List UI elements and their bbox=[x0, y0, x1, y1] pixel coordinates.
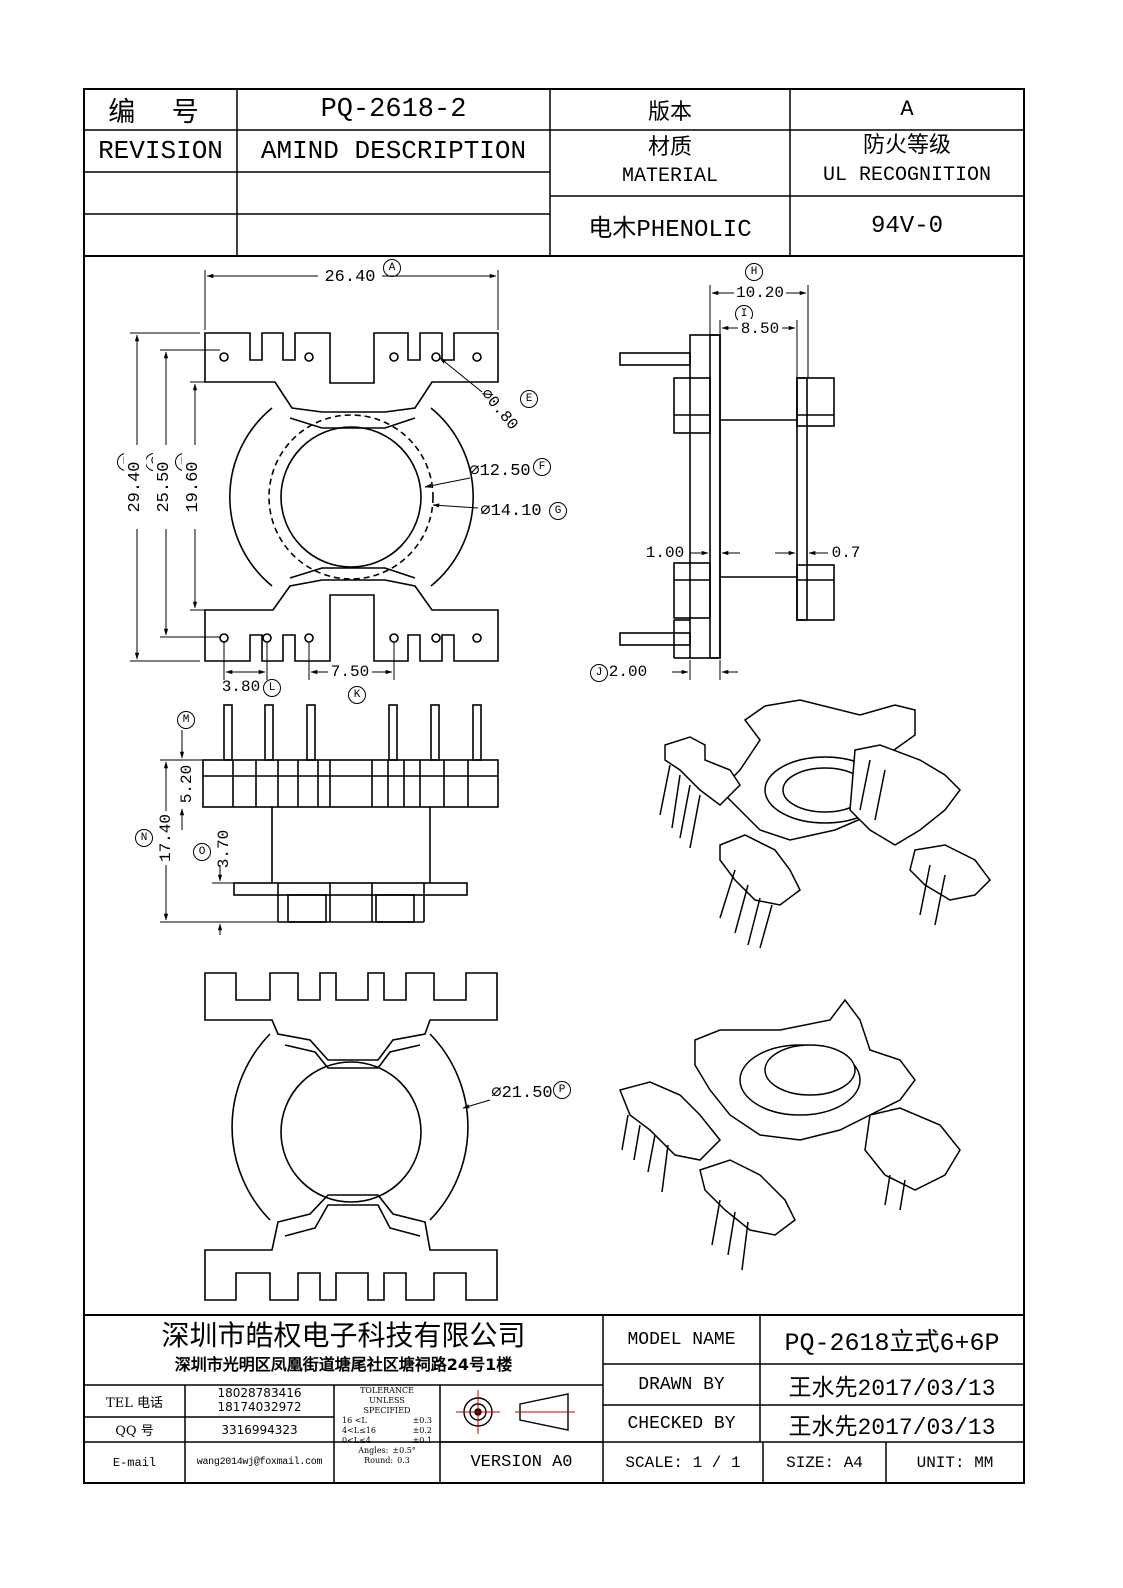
version-label: 版本 bbox=[647, 99, 692, 125]
model-name-label: MODEL NAME bbox=[627, 1329, 736, 1350]
email-label: E-mail bbox=[112, 1455, 157, 1470]
bottom-view bbox=[204, 972, 498, 1301]
fire-cn-label: 防火等级 bbox=[862, 133, 951, 158]
projection-symbol bbox=[456, 1390, 575, 1434]
dim-n: 17.40 bbox=[156, 811, 176, 865]
tol-value: ±0.1 bbox=[412, 1436, 432, 1445]
size-label: SIZE: A4 bbox=[786, 1453, 863, 1472]
tol-value: ±0.3 bbox=[412, 1416, 432, 1425]
dim-m: 5.20 bbox=[177, 762, 197, 806]
tol-range: 0<L≤4 bbox=[342, 1436, 371, 1445]
number-label: 编 号 bbox=[108, 97, 213, 128]
drawn-by-label: DRAWN BY bbox=[638, 1374, 725, 1395]
tol-range: 4<L≤16 bbox=[342, 1426, 376, 1435]
qq-label: QQ 号 bbox=[115, 1424, 154, 1439]
tol-range: Angles: bbox=[358, 1446, 389, 1455]
dim-i: 8.50 bbox=[738, 319, 782, 339]
version-value: A bbox=[900, 97, 914, 122]
scale-label: SCALE: 1 / 1 bbox=[625, 1453, 741, 1472]
unit-label: UNIT: MM bbox=[916, 1453, 994, 1472]
revision-label: REVISION bbox=[98, 136, 223, 166]
top-view bbox=[204, 332, 499, 662]
dim-p: ⌀21.50 bbox=[491, 1083, 553, 1103]
version-a0: VERSION A0 bbox=[470, 1453, 573, 1472]
checked-by-value: 王水先2017/03/13 bbox=[788, 1414, 996, 1441]
tel-label: TEL 电话 bbox=[106, 1395, 163, 1411]
dim-o: 3.70 bbox=[215, 829, 233, 869]
material-en-label: MATERIAL bbox=[621, 165, 718, 188]
dim-left-gap: 1.00 bbox=[645, 544, 685, 562]
isometric-view-bottom bbox=[618, 998, 961, 1271]
fire-en-label: UL RECOGNITION bbox=[822, 164, 992, 187]
part-number: PQ-2618-2 bbox=[320, 94, 467, 125]
material-header: 材质 MATERIAL bbox=[550, 133, 790, 195]
tol-value: 0.3 bbox=[397, 1456, 410, 1465]
tol-value: ±0.2 bbox=[412, 1426, 432, 1435]
tolerance-title-2: UNLESS bbox=[369, 1396, 405, 1405]
tel-1: 18028783416 bbox=[217, 1386, 302, 1400]
dim-b: 29.40 bbox=[124, 445, 146, 529]
dim-j: 2.00 bbox=[608, 663, 648, 681]
tolerance-block: TOLERANCE UNLESS SPECIFIED 16 <L ±0.3 4<L… bbox=[336, 1386, 438, 1482]
tolerance-row: 16 <L ±0.3 bbox=[336, 1416, 438, 1426]
tol-range: Round: bbox=[364, 1456, 394, 1465]
dim-right-gap: 0.7 bbox=[831, 544, 861, 562]
dim-d: 19.60 bbox=[182, 445, 204, 529]
model-name-value: PQ-2618立式6+6P bbox=[784, 1328, 1000, 1358]
material-value: 电木PHENOLIC bbox=[588, 217, 752, 244]
side-view bbox=[619, 334, 835, 659]
tolerance-title-1: TOLERANCE bbox=[360, 1386, 414, 1395]
fire-rating-value: 94V-0 bbox=[870, 212, 943, 240]
dim-a: 26.40 bbox=[318, 266, 382, 288]
tolerance-row: 0<L≤4 ±0.1 bbox=[336, 1436, 438, 1446]
tolerance-row: Round:0.3 bbox=[336, 1456, 438, 1466]
checked-by-label: CHECKED BY bbox=[627, 1413, 736, 1434]
dim-k: 7.50 bbox=[328, 662, 372, 682]
dim-f: ⌀12.50 bbox=[469, 461, 531, 481]
dim-h: 10.20 bbox=[734, 283, 786, 303]
tol-value: ±0.5° bbox=[392, 1446, 416, 1455]
tolerance-row: Angles:±0.5° bbox=[336, 1446, 438, 1456]
tolerance-title-3: SPECIFIED bbox=[363, 1406, 411, 1415]
front-view bbox=[202, 704, 499, 923]
company-name: 深圳市皓权电子科技有限公司 bbox=[161, 1319, 526, 1352]
tel-values: 18028783416 18174032972 bbox=[185, 1386, 334, 1416]
tel-2: 18174032972 bbox=[217, 1400, 302, 1414]
email-value: wang2014wj@foxmail.com bbox=[196, 1457, 323, 1468]
fire-rating-header: 防火等级 UL RECOGNITION bbox=[790, 131, 1024, 193]
qq-value: 3316994323 bbox=[221, 1422, 298, 1437]
isometric-view-top bbox=[659, 699, 991, 949]
company-address: 深圳市光明区凤凰街道塘尾社区塘祠路24号1楼 bbox=[174, 1355, 513, 1374]
dim-c: 25.50 bbox=[153, 445, 175, 529]
tolerance-row: 4<L≤16 ±0.2 bbox=[336, 1426, 438, 1436]
dim-l: 3.80 bbox=[221, 678, 261, 696]
amind-description-label: AMIND DESCRIPTION bbox=[260, 136, 527, 166]
material-cn-label: 材质 bbox=[647, 135, 692, 160]
dim-g: ⌀14.10 bbox=[480, 501, 542, 521]
drawn-by-value: 王水先2017/03/13 bbox=[788, 1375, 996, 1402]
tol-range: 16 <L bbox=[342, 1416, 367, 1425]
